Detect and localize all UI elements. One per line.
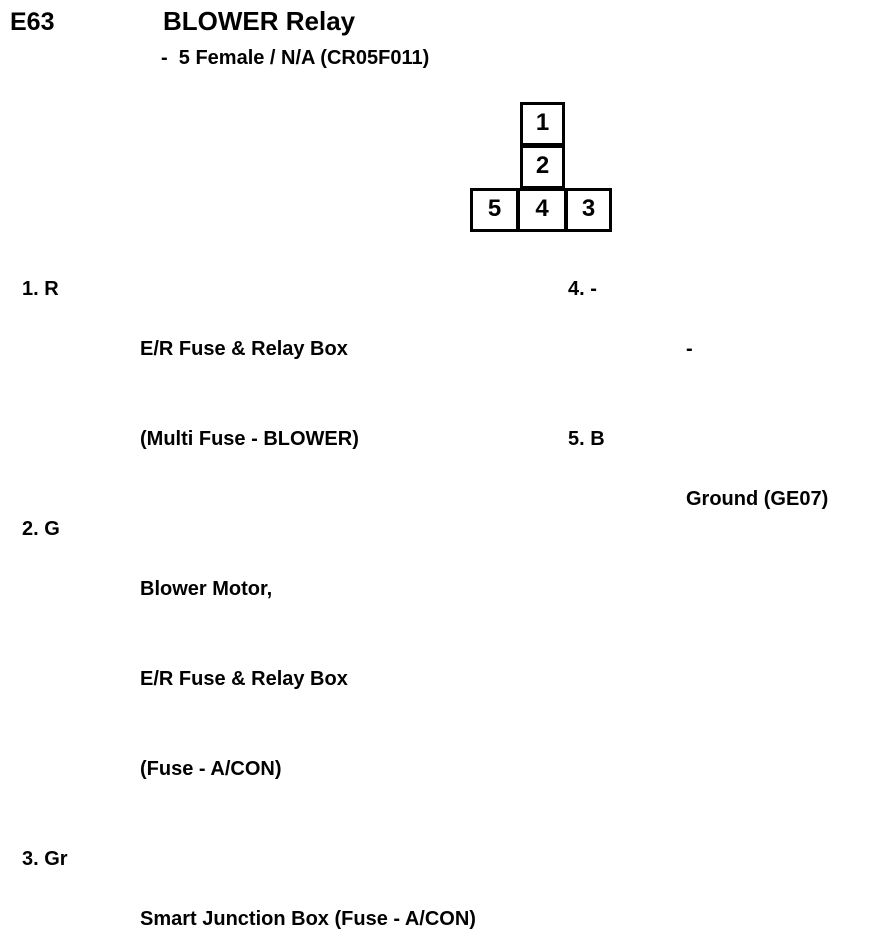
page-title: BLOWER Relay	[163, 6, 356, 36]
pin-cell-3: 3	[565, 188, 612, 232]
pin-description: Blower Motor, E/R Fuse & Relay Box (Fuse…	[140, 514, 542, 844]
pin-cell-5: 5	[470, 188, 519, 232]
pin-label: 1. R	[22, 278, 59, 300]
pin-row: 5. B Ground (GE07)	[568, 424, 868, 574]
pin-description: E/R Fuse & Relay Box (Multi Fuse - BLOWE…	[140, 274, 542, 514]
pin-description-line: (Multi Fuse - BLOWER)	[140, 428, 359, 450]
pin-label: 2. G	[22, 518, 60, 540]
connector-diagram-sheet: E63 BLOWER Relay - 5 Female / N/A (CR05F…	[10, 6, 828, 930]
pin-cell-4-label: 4	[535, 195, 549, 222]
pin-cell-1: 1	[520, 102, 565, 146]
pin-row: 3. Gr Smart Junction Box (Fuse - A/CON)	[22, 844, 542, 936]
pin-description-line: E/R Fuse & Relay Box	[140, 668, 348, 690]
pin-cell-3-label: 3	[581, 195, 596, 222]
pin-label: 4. -	[568, 278, 597, 300]
pin-cell-4: 4	[517, 188, 567, 232]
pin-row: 2. G Blower Motor, E/R Fuse & Relay Box …	[22, 514, 542, 844]
connector-subtitle: - 5 Female / N/A (CR05F011)	[161, 47, 430, 69]
pin-description-line: E/R Fuse & Relay Box	[140, 338, 348, 360]
pin-cell-2: 2	[520, 145, 565, 189]
pin-row: 4. - -	[568, 274, 868, 424]
pin-description-line: Smart Junction Box (Fuse - A/CON)	[140, 908, 476, 930]
pin-description: Ground (GE07)	[686, 424, 868, 574]
pin-list-left: 1. R E/R Fuse & Relay Box (Multi Fuse - …	[22, 274, 542, 936]
pin-description-line: -	[686, 338, 693, 360]
pin-description-line: Blower Motor,	[140, 578, 273, 600]
pin-cell-5-label: 5	[487, 195, 502, 222]
pin-label: 3. Gr	[22, 848, 68, 870]
pin-description: Smart Junction Box (Fuse - A/CON)	[140, 844, 542, 936]
pin-row: 1. R E/R Fuse & Relay Box (Multi Fuse - …	[22, 274, 542, 514]
connector-code: E63	[10, 8, 55, 36]
connector-pin-diagram: 1 2 5 4 3	[470, 102, 612, 232]
pin-description-line: Ground (GE07)	[686, 488, 829, 510]
pin-cell-1-label: 1	[535, 109, 550, 136]
pin-list-right: 4. - - 5. B Ground (GE07)	[568, 274, 868, 574]
pin-cell-2-label: 2	[535, 152, 550, 179]
pin-label: 5. B	[568, 428, 605, 450]
pin-description: -	[686, 274, 868, 424]
pin-description-line: (Fuse - A/CON)	[140, 758, 282, 780]
